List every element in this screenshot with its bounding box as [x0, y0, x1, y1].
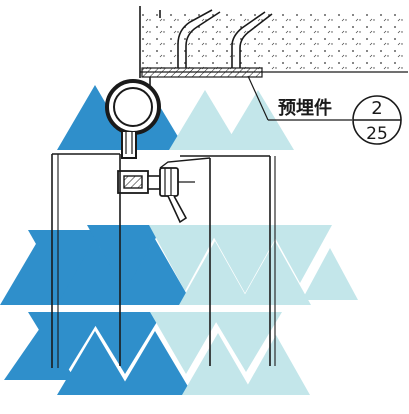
mosaic-triangle	[117, 239, 193, 305]
mosaic-triangle	[222, 90, 294, 150]
mosaic-triangle	[28, 230, 108, 300]
mosaic-triangle	[182, 333, 254, 395]
mosaic-triangle	[57, 331, 133, 395]
mosaic-triangle	[28, 312, 104, 374]
concrete-slab	[139, 6, 408, 78]
sheet-number: 25	[366, 124, 388, 144]
vertical-rods	[51, 153, 276, 368]
mosaic-triangle	[0, 237, 80, 305]
mosaic-triangle	[302, 248, 358, 300]
callout-group: 预埋件 2 25	[247, 75, 402, 145]
mosaic-triangle	[169, 90, 241, 150]
mosaic-triangle	[57, 239, 133, 305]
mosaic-triangle	[150, 312, 222, 374]
mosaic-triangle	[207, 225, 283, 293]
embedded-anchor-bars	[159, 9, 273, 68]
mosaic-triangle	[268, 225, 332, 283]
hanger-assembly	[105, 77, 161, 159]
mosaic-triangle	[149, 225, 221, 291]
triangle-mosaic	[0, 85, 358, 395]
embedded-plate	[141, 67, 263, 78]
mosaic-triangle	[210, 312, 282, 372]
leader-line	[247, 75, 269, 121]
mosaic-triangle	[179, 241, 251, 305]
mosaic-triangle	[117, 331, 193, 395]
mosaic-triangle	[242, 335, 310, 395]
detail-number: 2	[371, 98, 382, 119]
mosaic-triangle	[87, 225, 163, 293]
mosaic-triangle	[57, 85, 133, 150]
clamp-fitting	[117, 157, 211, 224]
embedded-part-label: 预埋件	[278, 97, 332, 119]
mosaic-triangle	[87, 312, 163, 374]
